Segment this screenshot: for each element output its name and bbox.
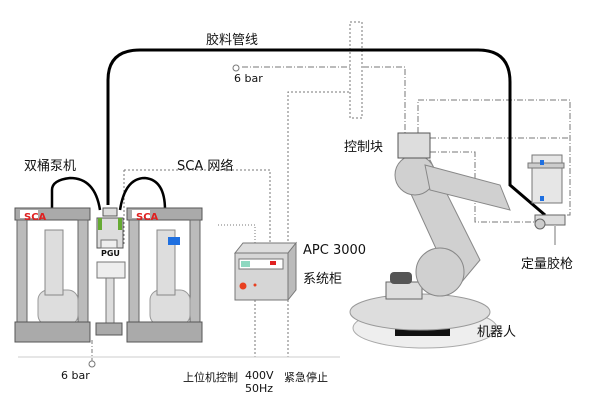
pressure-bottom-label: 6 bar [61,369,90,382]
pressure-top-label: 6 bar [234,72,263,85]
apc-cabinet-label: 系统柜 [303,272,343,287]
dosing-gun [527,154,566,245]
sca-network-label: SCA 网络 [177,159,234,174]
control-block [397,132,431,159]
dual-drum-pump-label: 双桶泵机 [24,159,77,174]
host-control-label: 上位机控制 [183,371,238,384]
frequency-label: 50Hz [245,382,274,395]
air-fitting-icon [232,64,240,72]
glue-hose [50,48,546,217]
pgu-logo: PGU [101,249,120,258]
air-fitting-icon [88,360,96,368]
power-button-icon [239,282,247,290]
glue-line-label: 胶料管线 [206,33,259,48]
sca-network-line [124,169,271,253]
signal-lines [18,66,571,362]
apc-model-label: APC 3000 [303,243,367,258]
voltage-label: 400V [245,369,274,382]
apc-cabinet [233,241,298,302]
dosing-gun-label: 定量胶枪 [521,257,574,272]
sca-logo-left: SCA [24,212,47,223]
air-line [242,66,406,133]
left-pump [14,207,91,343]
sca-logo-right: SCA [136,212,159,223]
pgu-unit [95,207,126,336]
emergency-stop-label: 紧急停止 [284,371,328,384]
right-pump [126,207,203,343]
robot [349,132,511,349]
robot-label: 机器人 [477,325,517,340]
control-block-label: 控制块 [344,140,384,155]
line-bracket [349,21,363,119]
